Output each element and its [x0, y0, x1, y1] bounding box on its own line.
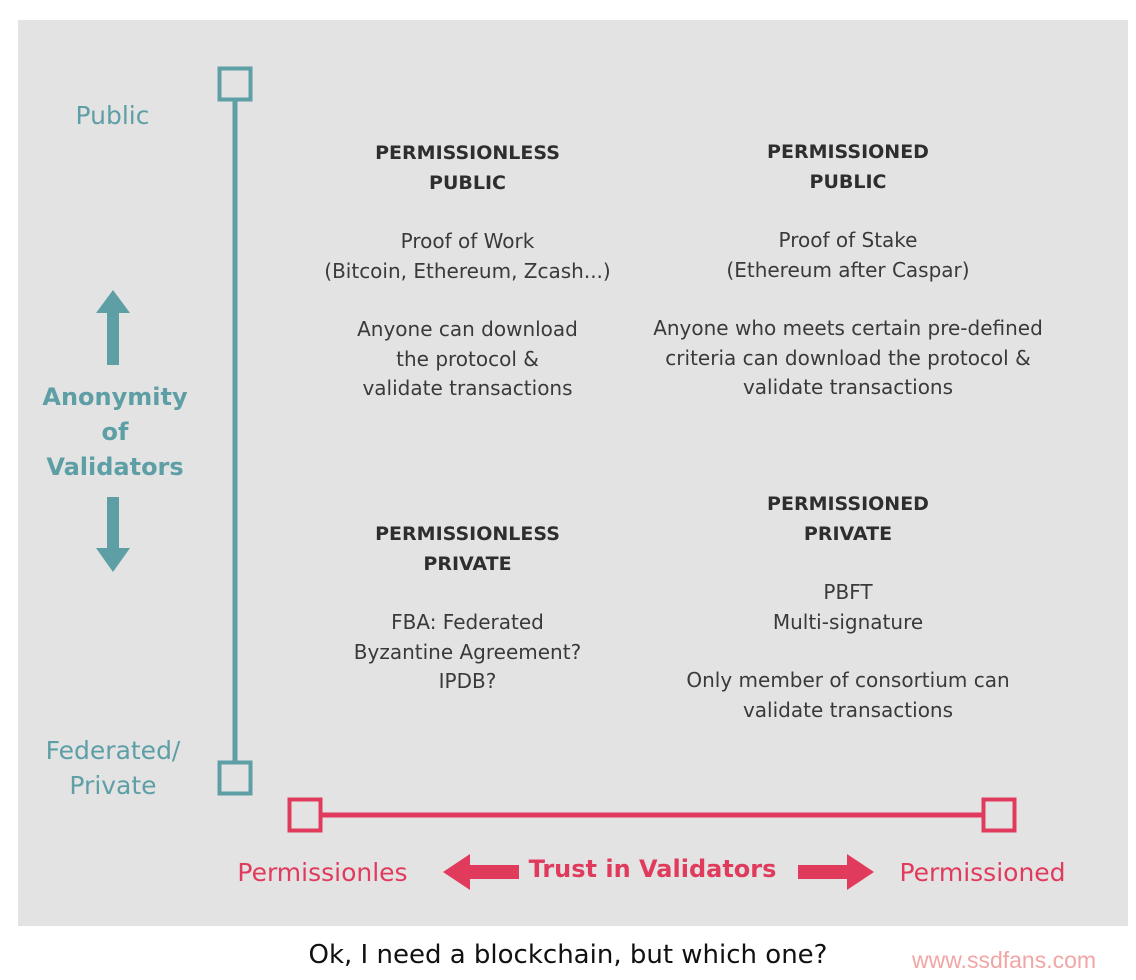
quadrant-description: Only member of consortium can validate t… — [686, 668, 1010, 722]
vertical-axis-top-marker — [217, 66, 253, 102]
quadrant-body: Proof of Stake (Ethereum after Caspar) — [726, 228, 970, 282]
anonymity-line3: Validators — [46, 453, 184, 481]
watermark: www.ssdfans.com — [912, 947, 1097, 973]
diagram-panel — [18, 20, 1128, 926]
arrow-right-icon — [798, 854, 874, 890]
anonymity-of-validators-label: Anonymity of Validators — [40, 380, 190, 485]
anonymity-line1: Anonymity — [42, 383, 188, 411]
quadrant-title: PERMISSIONLESS PUBLIC — [375, 142, 560, 194]
quadrant-permissioned-public: PERMISSIONED PUBLIC Proof of Stake (Ethe… — [648, 138, 1048, 403]
quadrant-description: Anyone who meets certain pre-defined cri… — [653, 316, 1043, 399]
quadrant-body: FBA: Federated Byzantine Agreement? IPDB… — [353, 610, 582, 693]
quadrant-body: PBFT Multi-signature — [772, 580, 924, 634]
horizontal-axis-left-marker — [287, 797, 323, 833]
vertical-axis-bottom-marker — [217, 760, 253, 796]
quadrant-permissionless-public: PERMISSIONLESS PUBLIC Proof of Work (Bit… — [300, 139, 635, 404]
anonymity-line2: of — [101, 418, 129, 446]
trust-in-validators-label: Trust in Validators — [528, 855, 777, 883]
quadrant-title: PERMISSIONLESS PRIVATE — [375, 523, 560, 575]
axis-label-permissionless: Permissionles — [237, 858, 408, 887]
axis-label-federated-private: Federated/ Private — [38, 733, 188, 803]
axis-label-federated-line2: Private — [69, 771, 157, 800]
arrow-left-icon — [443, 854, 519, 890]
arrow-down-icon — [96, 497, 130, 572]
quadrant-permissioned-private: PERMISSIONED PRIVATE PBFT Multi-signatur… — [648, 490, 1048, 725]
axis-label-public: Public — [75, 101, 150, 130]
quadrant-description: Anyone can download the protocol & valid… — [357, 317, 578, 400]
horizontal-axis-right-marker — [981, 797, 1017, 833]
arrow-up-icon — [96, 290, 130, 365]
quadrant-title: PERMISSIONED PUBLIC — [767, 141, 929, 193]
axis-label-permissioned: Permissioned — [899, 858, 1066, 887]
axis-label-federated-line1: Federated/ — [45, 736, 181, 765]
quadrant-body: Proof of Work (Bitcoin, Ethereum, Zcash.… — [324, 229, 611, 283]
image-caption: Ok, I need a blockchain, but which one? — [308, 940, 828, 970]
quadrant-title: PERMISSIONED PRIVATE — [767, 493, 929, 545]
quadrant-permissionless-private: PERMISSIONLESS PRIVATE FBA: Federated By… — [300, 520, 635, 697]
